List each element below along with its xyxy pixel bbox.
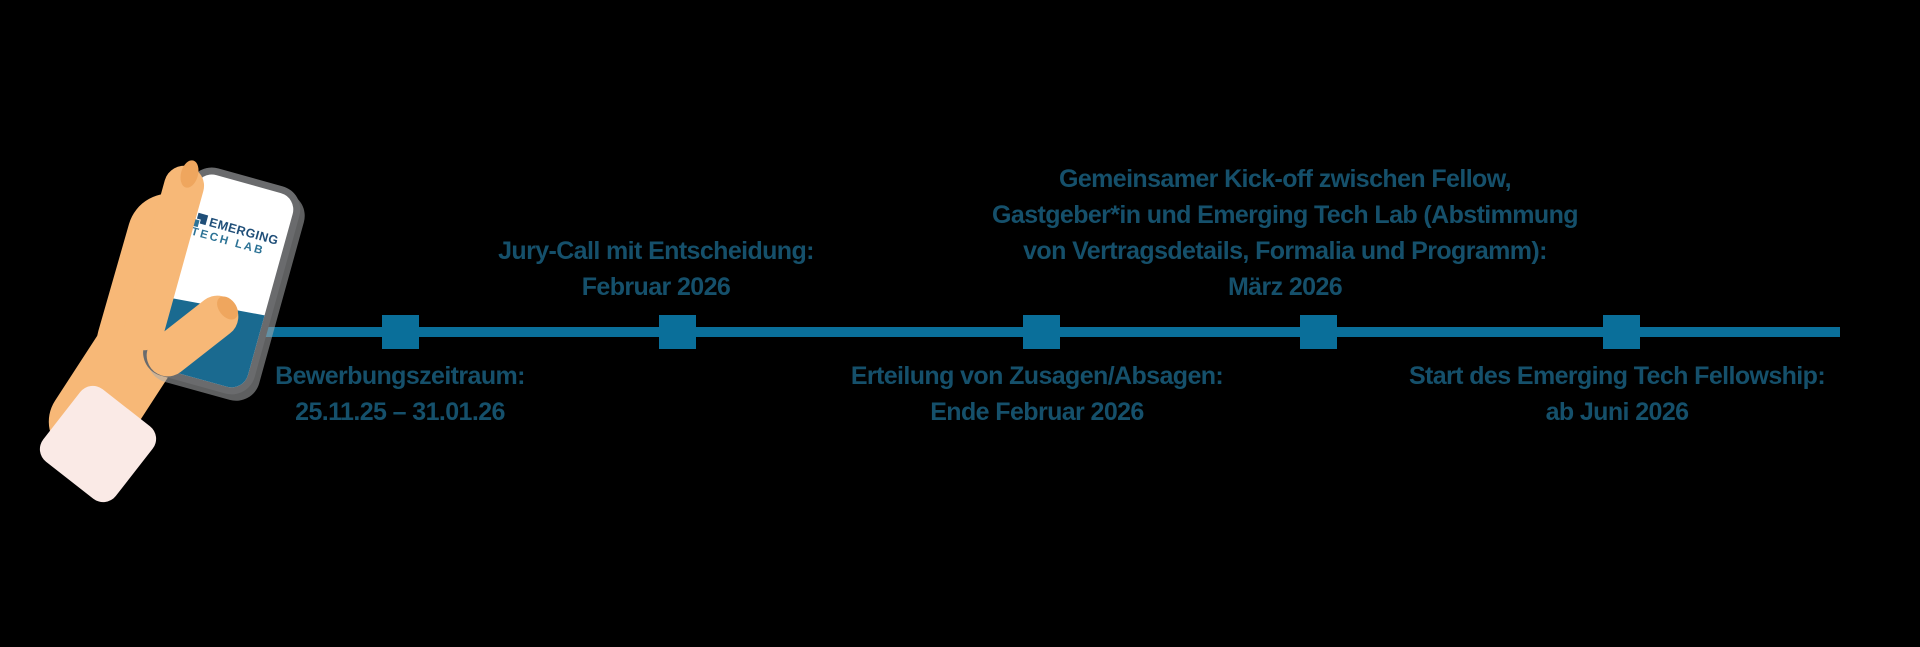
milestone-line: Bewerbungszeitraum: xyxy=(275,362,525,390)
milestone-line: Gemeinsamer Kick-off zwischen Fellow, xyxy=(1058,165,1512,193)
milestone-label: Gemeinsamer Kick-off zwischen Fellow, Gas… xyxy=(955,161,1615,305)
milestone-label: Start des Emerging Tech Fellowship: ab Ju… xyxy=(1287,358,1920,430)
milestone-line: März 2026 xyxy=(1227,273,1343,301)
timeline-marker xyxy=(381,315,419,349)
milestone-line: 25.11.25 – 31.01.26 xyxy=(295,398,505,426)
emerging-tech-lab-logo: EMERGING TECH LAB xyxy=(188,211,284,262)
milestone-line: ab Juni 2026 xyxy=(1545,398,1689,426)
milestone-label: Jury-Call mit Entscheidung: Februar 2026 xyxy=(326,233,986,305)
timeline-marker xyxy=(658,315,696,349)
milestone-label: Bewerbungszeitraum: 25.11.25 – 31.01.26 xyxy=(70,358,730,430)
milestone-line: Ende Februar 2026 xyxy=(930,398,1144,426)
milestone-line: Gastgeber*in und Emerging Tech Lab (Abst… xyxy=(992,201,1578,229)
timeline-marker xyxy=(1299,315,1337,349)
milestone-line: Februar 2026 xyxy=(581,273,731,301)
milestone-line: Jury-Call mit Entscheidung: xyxy=(498,237,814,265)
timeline-marker xyxy=(1022,315,1060,349)
milestone-line: Start des Emerging Tech Fellowship: xyxy=(1408,362,1826,390)
timeline-marker xyxy=(1602,315,1640,349)
milestone-label: Erteilung von Zusagen/Absagen: Ende Febru… xyxy=(707,358,1367,430)
milestone-line: von Vertragsdetails, Formalia und Progra… xyxy=(1023,237,1547,265)
milestone-line: Erteilung von Zusagen/Absagen: xyxy=(850,362,1224,390)
